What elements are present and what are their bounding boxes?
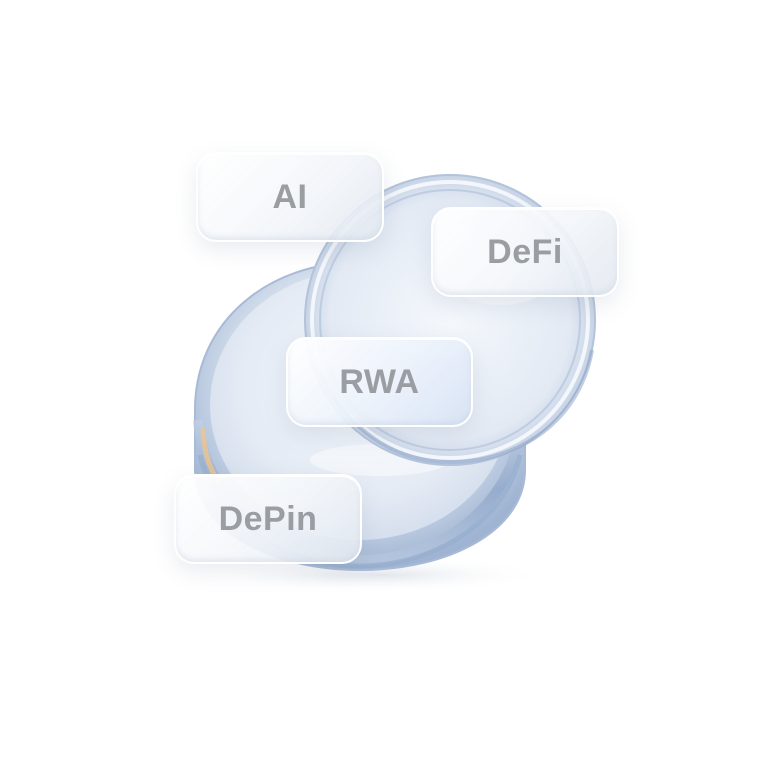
defi-tag-label: DeFi: [487, 232, 563, 271]
depin-tag-label: DePin: [218, 499, 318, 538]
defi-tag: DeFi: [431, 207, 619, 297]
ai-tag-label: AI: [272, 177, 308, 216]
rwa-tag-label: RWA: [339, 362, 420, 401]
rwa-tag: RWA: [286, 337, 473, 427]
ai-tag: AI: [196, 152, 384, 242]
depin-tag: DePin: [174, 474, 362, 564]
ground-shadow: [210, 557, 550, 593]
